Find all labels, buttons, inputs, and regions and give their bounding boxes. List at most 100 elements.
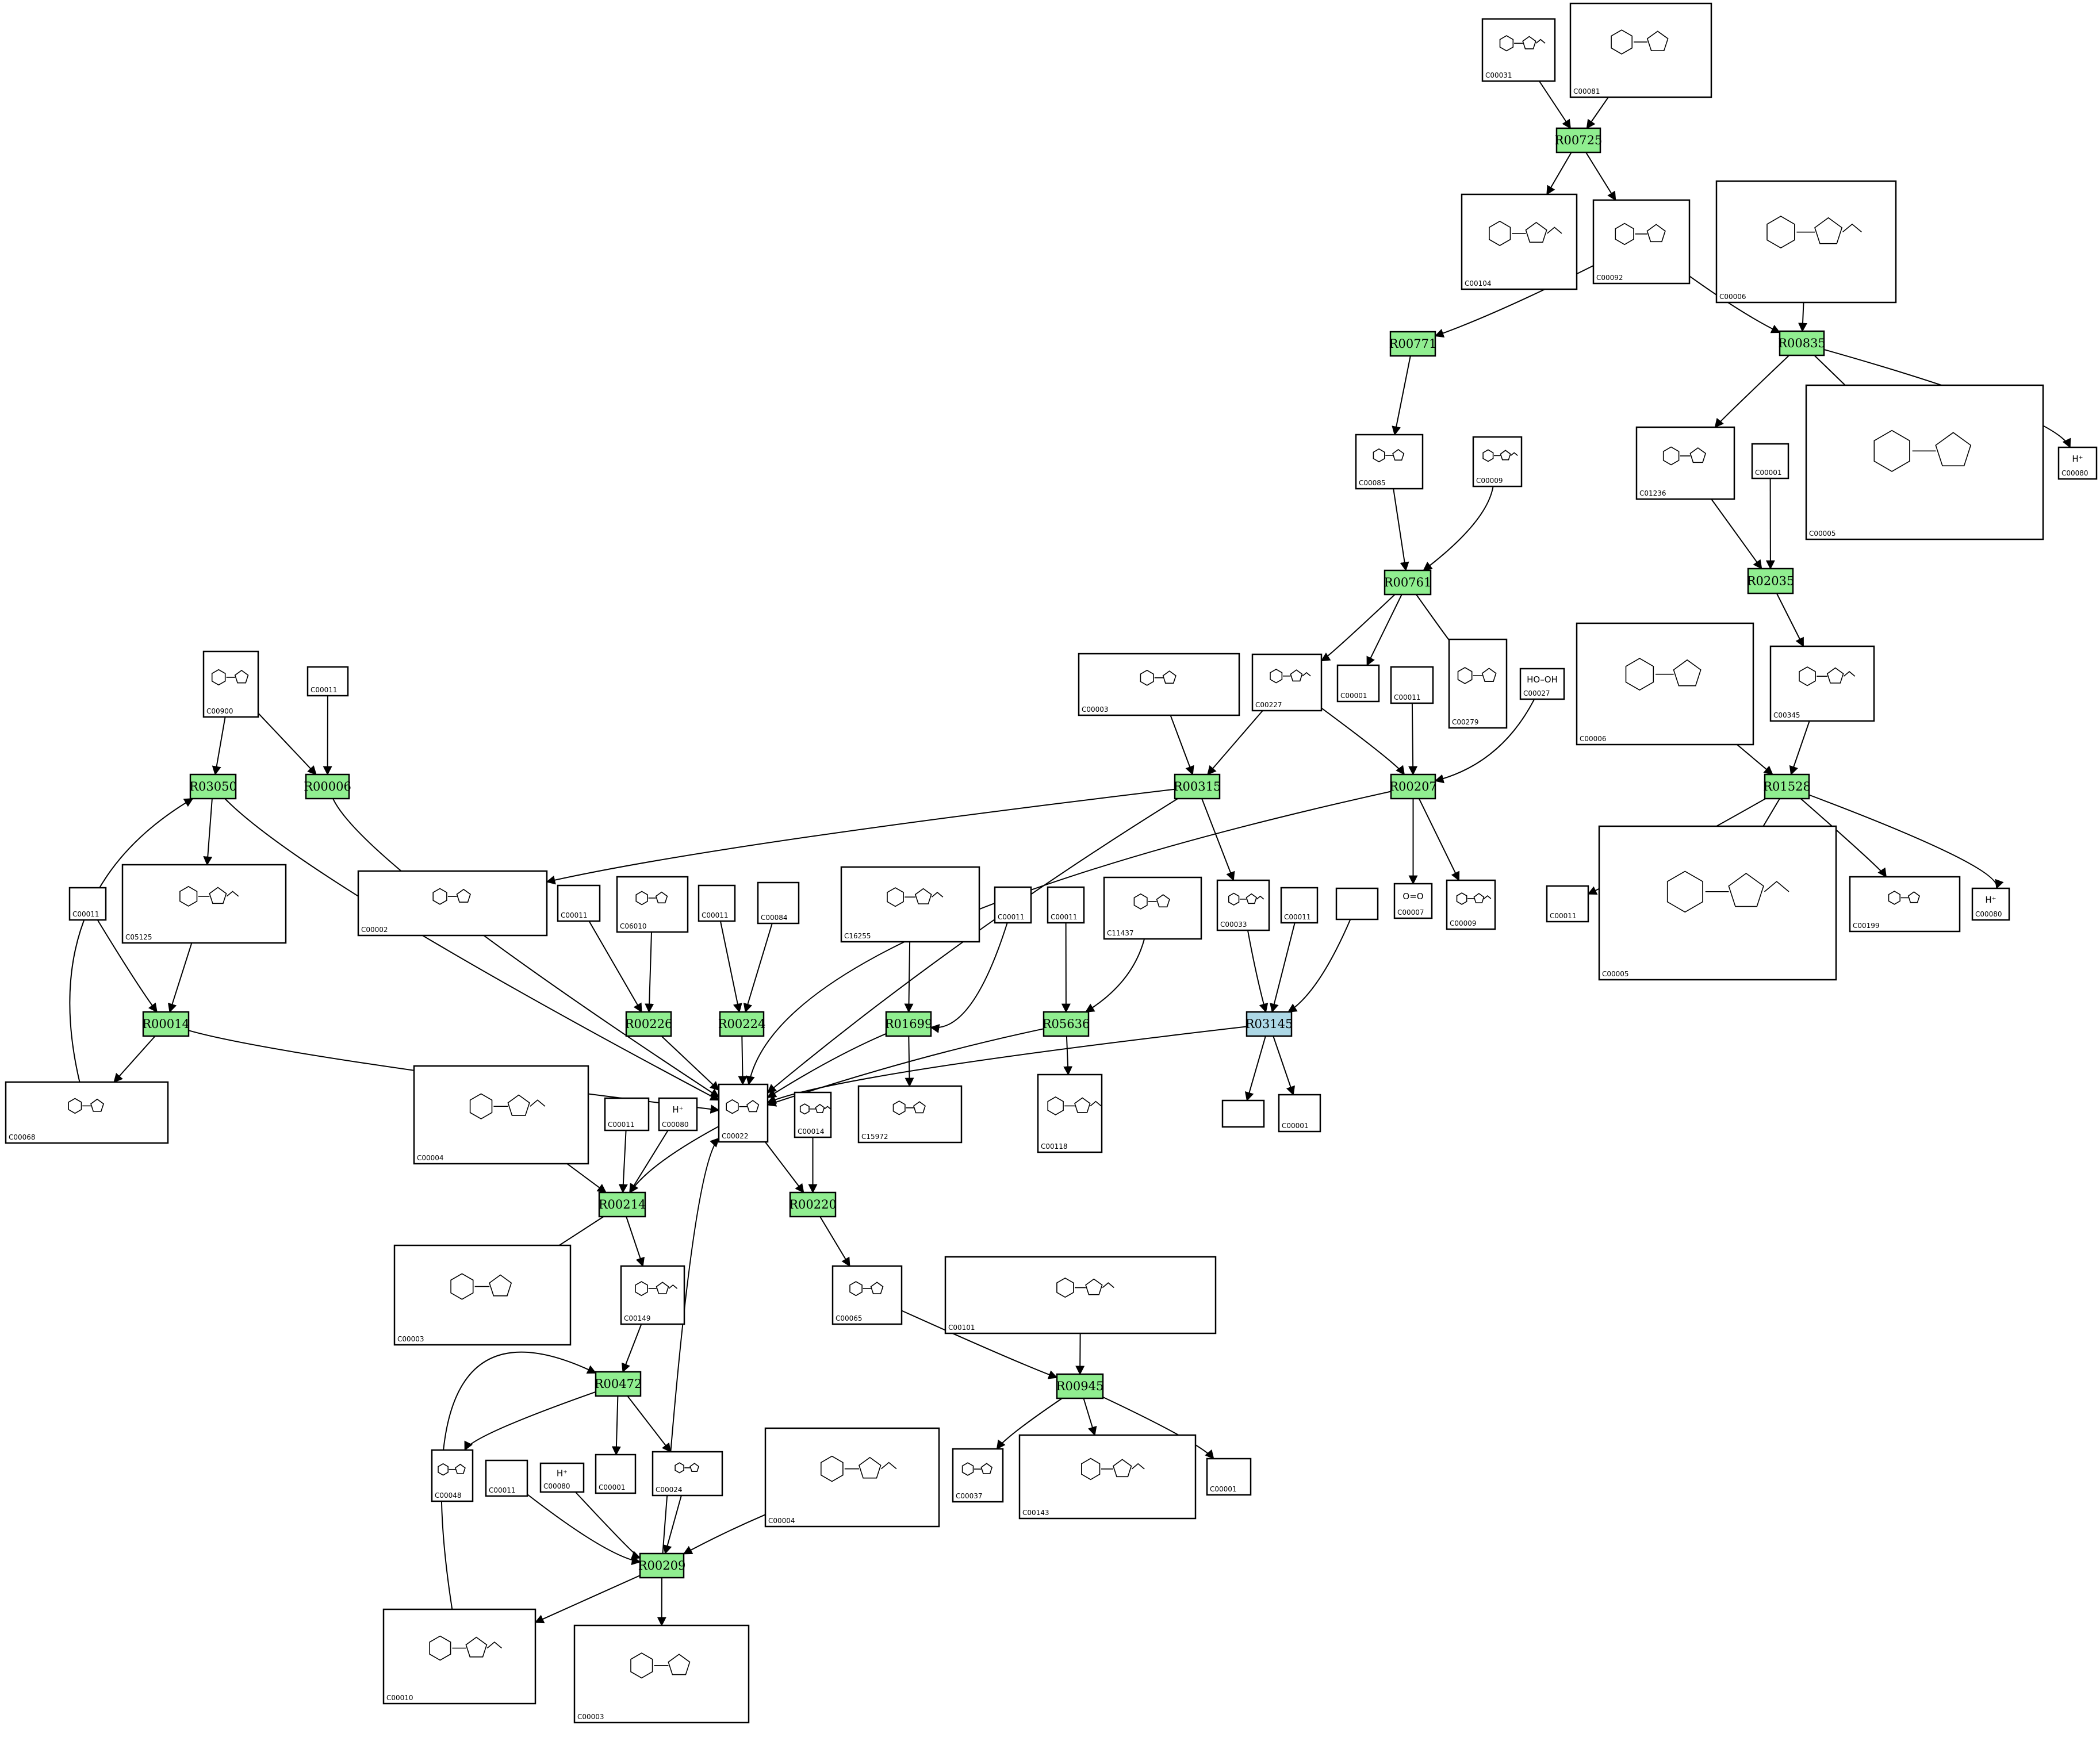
reaction-node-r00725[interactable]: R00725 — [1555, 127, 1603, 154]
compound-node[interactable]: C00199 — [1849, 876, 1961, 933]
reaction-node-r00207[interactable]: R00207 — [1389, 773, 1437, 800]
compound-node[interactable]: C00104 — [1461, 193, 1578, 290]
compound-box — [1546, 885, 1589, 923]
compound-node[interactable]: C00084 — [757, 881, 800, 925]
compound-id: C00011 — [1394, 693, 1421, 701]
reaction-edge — [1423, 486, 1494, 571]
compound-node[interactable]: C16255 — [840, 866, 980, 943]
compound-node[interactable]: C00011 — [994, 886, 1032, 924]
compound-node[interactable]: C00005 — [1805, 384, 2044, 540]
compound-node[interactable]: C00085 — [1355, 434, 1424, 490]
compound-node[interactable]: C00011 — [1390, 666, 1434, 704]
reaction-node-r00014[interactable]: R00014 — [142, 1011, 190, 1037]
reaction-node-r00209[interactable]: R00209 — [638, 1552, 686, 1579]
compound-node[interactable]: C00011 — [1047, 886, 1085, 924]
reaction-node-r00315[interactable]: R00315 — [1174, 773, 1221, 800]
compound-node[interactable]: C00010 — [382, 1608, 537, 1705]
compound-node[interactable]: C00011 — [698, 884, 736, 922]
compound-node[interactable]: C00900 — [202, 650, 259, 718]
reaction-node-r00771[interactable]: R00771 — [1389, 331, 1437, 357]
compound-node[interactable]: C06010 — [616, 876, 689, 933]
compound-node[interactable]: C00005 — [1598, 825, 1837, 981]
reaction-node-r00220[interactable]: R00220 — [789, 1191, 837, 1218]
compound-node[interactable]: C00022 — [718, 1083, 769, 1143]
compound-node[interactable]: C00009 — [1446, 879, 1496, 930]
compound-node[interactable]: C00149 — [620, 1265, 685, 1325]
reaction-node-r03145[interactable]: R03145 — [1246, 1011, 1293, 1037]
compound-node[interactable]: C00143 — [1018, 1434, 1197, 1520]
compound-node[interactable]: H⁺C00080 — [2057, 446, 2098, 480]
compound-node[interactable]: C00011 — [68, 887, 107, 921]
compound-node[interactable]: C00001 — [595, 1453, 637, 1494]
compound-node[interactable]: C00004 — [764, 1427, 940, 1528]
reaction-node-r05636[interactable]: R05636 — [1043, 1011, 1090, 1037]
compound-node[interactable]: C00048 — [431, 1449, 474, 1502]
reaction-node-r00226[interactable]: R00226 — [625, 1011, 673, 1037]
compound-node[interactable]: C00037 — [952, 1448, 1004, 1503]
compound-node[interactable]: C00001 — [1336, 664, 1380, 703]
compound-node[interactable]: C00118 — [1037, 1073, 1103, 1153]
reaction-node-r01528[interactable]: R01528 — [1763, 773, 1811, 800]
compound-node[interactable]: C00081 — [1569, 2, 1712, 98]
compound-node[interactable]: C00001 — [1206, 1458, 1252, 1496]
compound-node[interactable] — [1335, 887, 1379, 921]
compound-node[interactable]: C00279 — [1448, 638, 1508, 729]
compound-node[interactable]: C00004 — [413, 1065, 589, 1165]
compound-node[interactable]: C11437 — [1103, 876, 1202, 940]
compound-node[interactable]: H⁺C00080 — [658, 1097, 698, 1132]
compound-node[interactable]: C00345 — [1769, 645, 1875, 722]
compound-node[interactable]: C15972 — [857, 1085, 963, 1144]
compound-id: C00065 — [836, 1314, 863, 1322]
compound-node[interactable]: C00065 — [831, 1265, 903, 1325]
compound-box — [1335, 887, 1379, 921]
compound-node[interactable]: C00001 — [1751, 443, 1789, 480]
compound-node[interactable]: C00006 — [1576, 622, 1754, 746]
reaction-node-r00472[interactable]: R00472 — [595, 1371, 642, 1397]
compound-box — [202, 650, 259, 718]
reaction-node-r01699[interactable]: R01699 — [885, 1011, 933, 1037]
compound-node[interactable]: C00002 — [357, 870, 548, 937]
compound-node[interactable]: C00011 — [1546, 885, 1589, 923]
compound-node[interactable]: H⁺C00080 — [1971, 887, 2010, 921]
compound-box — [306, 666, 349, 697]
compound-node[interactable]: C00009 — [1472, 436, 1523, 488]
reaction-edge — [1800, 798, 1887, 878]
reaction-node-r00006[interactable]: R00006 — [304, 773, 351, 800]
compound-box — [831, 1265, 903, 1325]
compound-node[interactable]: C00031 — [1481, 18, 1556, 82]
compound-node[interactable]: C00092 — [1592, 199, 1691, 285]
compound-node[interactable]: C00001 — [1278, 1094, 1321, 1133]
compound-node[interactable]: C00014 — [794, 1091, 832, 1138]
compound-node[interactable]: C00011 — [306, 666, 349, 697]
compound-formula: H⁺ — [672, 1104, 683, 1115]
reaction-node-r00224[interactable]: R00224 — [718, 1011, 766, 1037]
compound-node[interactable]: C00227 — [1251, 653, 1323, 712]
compound-node[interactable]: C00011 — [485, 1459, 528, 1497]
reaction-node-r02035[interactable]: R02035 — [1747, 567, 1795, 595]
compound-node[interactable]: C01236 — [1635, 426, 1735, 500]
reaction-node-r00761[interactable]: R00761 — [1384, 569, 1432, 596]
compound-node[interactable]: C00006 — [1715, 180, 1897, 304]
compound-box — [1971, 887, 2010, 921]
reaction-node-r00835[interactable]: R00835 — [1778, 330, 1826, 356]
reaction-node-r00945[interactable]: R00945 — [1056, 1373, 1104, 1399]
compound-node[interactable]: C00011 — [604, 1097, 650, 1132]
reaction-edge — [1408, 703, 1418, 776]
compound-node[interactable]: C00024 — [652, 1451, 723, 1497]
compound-node[interactable]: C00011 — [557, 884, 601, 922]
compound-node[interactable] — [1221, 1099, 1265, 1128]
compound-node[interactable]: C00003 — [1078, 653, 1240, 716]
compound-node[interactable]: C00003 — [393, 1244, 572, 1346]
compound-node[interactable]: C05125 — [121, 864, 287, 944]
compound-box — [1592, 199, 1691, 285]
compound-node[interactable]: C00101 — [944, 1256, 1217, 1334]
compound-node[interactable]: C00011 — [1280, 887, 1319, 924]
reaction-node-r03050[interactable]: R03050 — [189, 773, 237, 800]
compound-node[interactable]: H⁺C00080 — [539, 1462, 585, 1493]
compound-node[interactable]: C00003 — [573, 1624, 750, 1724]
reaction-node-r00214[interactable]: R00214 — [599, 1191, 646, 1218]
compound-node[interactable]: C00068 — [5, 1081, 169, 1144]
compound-node[interactable]: C00033 — [1216, 879, 1270, 931]
